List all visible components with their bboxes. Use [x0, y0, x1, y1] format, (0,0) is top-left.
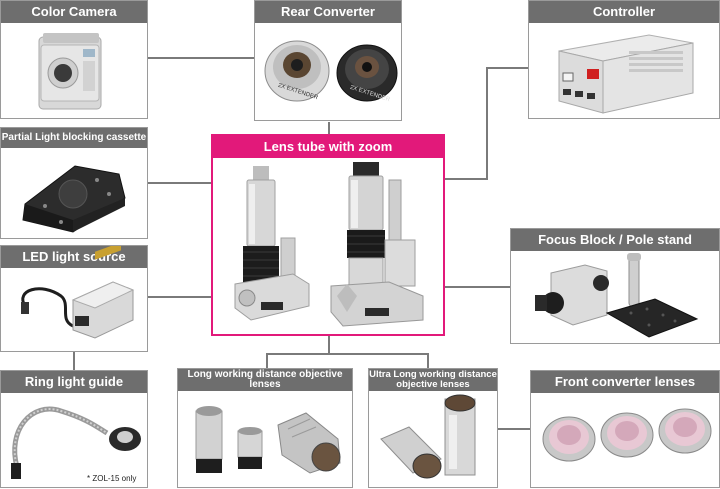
partial-light-box: Partial Light blocking cassette	[0, 127, 148, 239]
long-wd-title: Long working distance objective lenses	[178, 369, 352, 391]
focus-block-image	[535, 253, 699, 338]
lens-tube-image	[234, 162, 424, 327]
connector-controller-vert	[486, 67, 488, 179]
long-wd-image	[195, 406, 341, 474]
rear-converter-title: Rear Converter	[255, 1, 401, 23]
connector-controller-horiz	[486, 67, 528, 69]
color-camera-title: Color Camera	[1, 1, 147, 23]
ultra-long-wd-image	[380, 394, 476, 479]
rear-converter-image	[264, 40, 398, 102]
partial-light-image	[22, 165, 126, 233]
controller-box: Controller	[528, 0, 720, 119]
connector-ultra-front	[497, 428, 530, 430]
long-wd-box: Long working distance objective lenses	[177, 368, 353, 488]
focus-block-title: Focus Block / Pole stand	[511, 229, 719, 251]
ring-light-image	[11, 406, 141, 479]
front-converter-box: Front converter lenses	[530, 370, 720, 488]
connector-focus-center	[444, 286, 510, 288]
color-camera-image	[38, 33, 102, 110]
partial-light-title: Partial Light blocking cassette	[1, 128, 147, 148]
connector-bottom-horiz	[266, 353, 428, 355]
led-light-image	[21, 246, 135, 339]
controller-image	[558, 34, 694, 114]
ring-light-box: Ring light guide * ZOL-15 only	[0, 370, 148, 488]
lens-tube-title: Lens tube with zoom	[213, 136, 443, 158]
ultra-long-wd-title-line2: objective lenses	[396, 379, 470, 390]
lens-tube-box: Lens tube with zoom	[211, 134, 445, 336]
connector-partial-center	[148, 182, 212, 184]
connector-bottom-left	[266, 353, 268, 368]
ring-light-note: * ZOL-15 only	[87, 474, 137, 483]
controller-title: Controller	[529, 1, 719, 23]
ultra-long-wd-box: Ultra Long working distance objective le…	[368, 368, 498, 488]
color-camera-box: Color Camera	[0, 0, 148, 119]
rear-converter-box: Rear Converter 2X EXTENDER 2X EXTENDER	[254, 0, 402, 121]
focus-block-box: Focus Block / Pole stand	[510, 228, 720, 344]
connector-camera-rear	[148, 57, 254, 59]
connector-center-down	[328, 336, 330, 354]
ring-light-title: Ring light guide	[1, 371, 147, 393]
connector-controller-center	[444, 178, 488, 180]
ultra-long-wd-title-line1: Ultra Long working distance	[369, 369, 497, 381]
front-converter-title: Front converter lenses	[531, 371, 719, 393]
led-light-box: LED light source	[0, 245, 148, 352]
connector-bottom-right	[427, 353, 429, 368]
connector-rear-center	[328, 122, 330, 134]
front-converter-image	[542, 408, 712, 462]
connector-led-ring	[73, 352, 75, 370]
connector-led-center	[148, 296, 212, 298]
ultra-long-wd-title: Ultra Long working distance objective le…	[369, 369, 497, 391]
